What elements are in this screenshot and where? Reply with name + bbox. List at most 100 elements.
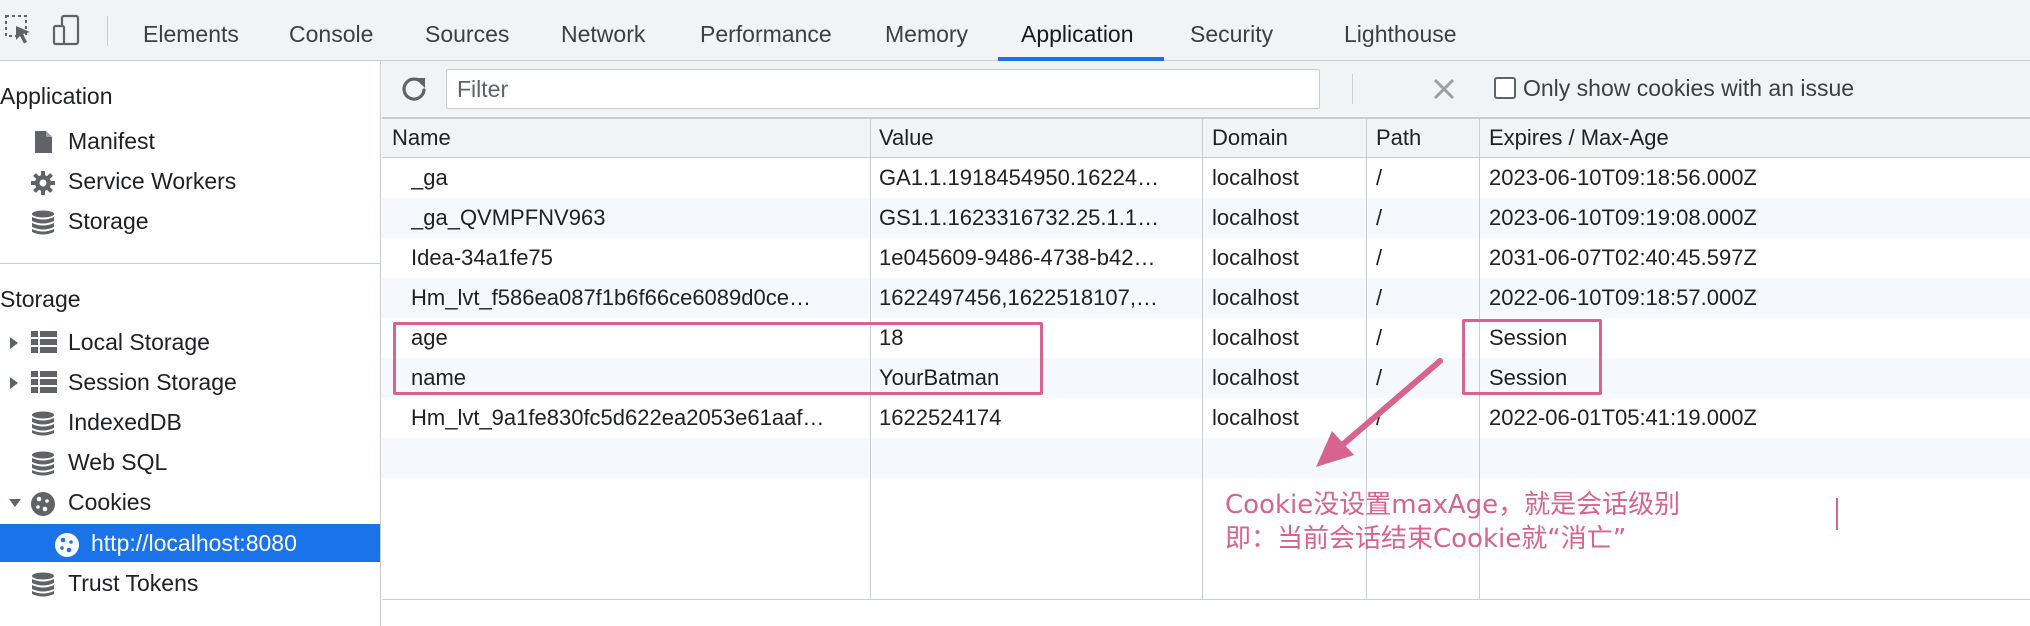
device-toggle-icon[interactable] (52, 14, 84, 51)
only-issues-checkbox[interactable] (1494, 77, 1516, 99)
cookie-value: 18 (879, 325, 904, 350)
sidebar-divider (0, 263, 380, 264)
cookie-icon (54, 532, 80, 563)
column-header-expires[interactable]: Expires / Max-Age (1489, 125, 1669, 150)
table-row[interactable]: Hm_lvt_9a1fe830fc5d622ea2053e61aaf… 1622… (382, 398, 2030, 438)
column-divider[interactable] (1202, 119, 1203, 601)
devtools-toolbar: Elements Console Sources Network Perform… (0, 0, 2030, 61)
cookie-icon (30, 491, 56, 522)
sidebar-item-label: Local Storage (68, 329, 210, 355)
grid-icon (31, 371, 57, 398)
collapse-arrow-icon[interactable] (8, 496, 22, 514)
column-header-name[interactable]: Name (392, 125, 451, 150)
sidebar-item-label: Web SQL (68, 449, 168, 475)
sidebar-item-manifest[interactable]: Manifest (0, 122, 380, 160)
sidebar-header-application: Application (0, 83, 113, 109)
tab-elements[interactable]: Elements (143, 21, 239, 47)
only-issues-label: Only show cookies with an issue (1523, 75, 1855, 101)
sidebar-item-web-sql[interactable]: Web SQL (0, 443, 380, 481)
table-row[interactable]: _ga_QVMPFNV963 GS1.1.1623316732.25.1.1… … (382, 198, 2030, 238)
cookie-value: 1e045609-9486-4738-b42… (879, 245, 1156, 270)
cookie-name: _ga_QVMPFNV963 (411, 205, 606, 230)
sidebar-item-label: Storage (68, 208, 149, 234)
tab-lighthouse[interactable]: Lighthouse (1344, 21, 1457, 47)
application-sidebar: Application Manifest Service Workers (0, 61, 381, 626)
table-row[interactable]: Idea-34a1fe75 1e045609-9486-4738-b42… lo… (382, 238, 2030, 278)
cookie-name: Idea-34a1fe75 (411, 245, 553, 270)
filter-bar-separator (1352, 74, 1353, 104)
cookie-name: age (411, 325, 448, 350)
cookie-domain: localhost (1212, 245, 1299, 270)
column-divider[interactable] (1366, 119, 1367, 601)
database-icon (31, 210, 55, 241)
cookie-domain: localhost (1212, 205, 1299, 230)
tab-sources[interactable]: Sources (425, 21, 510, 47)
cookie-domain: localhost (1212, 325, 1299, 350)
expand-arrow-icon[interactable] (8, 336, 20, 355)
column-header-value[interactable]: Value (879, 125, 934, 150)
annotation-line-1: Cookie没设置maxAge，就是会话级别 (1225, 490, 1681, 520)
cookie-expires: 2023-06-10T09:19:08.000Z (1489, 205, 1757, 230)
database-icon (31, 411, 55, 442)
filter-input[interactable] (446, 69, 1320, 109)
inspect-cursor-icon[interactable] (4, 14, 34, 51)
sidebar-item-local-storage[interactable]: Local Storage (0, 323, 380, 361)
cookie-name: Hm_lvt_f586ea087f1b6f66ce6089d0ce… (411, 285, 811, 310)
tab-application[interactable]: Application (1021, 21, 1134, 47)
active-tab-indicator (998, 57, 1164, 61)
column-divider[interactable] (870, 119, 871, 601)
gear-icon (30, 170, 56, 201)
cookie-name: Hm_lvt_9a1fe830fc5d622ea2053e61aaf… (411, 405, 825, 430)
cookie-value: GS1.1.1623316732.25.1.1… (879, 205, 1160, 230)
sidebar-header-storage: Storage (0, 286, 81, 312)
cookie-expires: 2022-06-01T05:41:19.000Z (1489, 405, 1757, 430)
tab-network[interactable]: Network (561, 21, 646, 47)
sidebar-item-service-workers[interactable]: Service Workers (0, 162, 380, 200)
cookie-expires: 2022-06-10T09:18:57.000Z (1489, 285, 1757, 310)
column-header-domain[interactable]: Domain (1212, 125, 1288, 150)
cookie-path: / (1376, 205, 1383, 230)
refresh-icon[interactable] (400, 75, 428, 108)
cookie-name: _ga (411, 165, 448, 190)
cookie-value: YourBatman (879, 365, 1000, 390)
cookies-table: Name Value Domain Path Expires / Max-Age… (382, 118, 2030, 601)
annotation-text: Cookie没设置maxAge，就是会话级别 即：当前会话结束Cookie就“消… (1225, 488, 1680, 556)
column-divider[interactable] (1479, 119, 1480, 601)
tab-security[interactable]: Security (1190, 21, 1274, 47)
table-row[interactable]: _ga GA1.1.1918454950.16224… localhost / … (382, 158, 2030, 198)
sidebar-item-cookies[interactable]: Cookies (0, 483, 380, 521)
sidebar-item-label: Cookies (68, 489, 152, 515)
sidebar-item-trust-tokens[interactable]: Trust Tokens (0, 564, 380, 602)
annotation-arrow-icon (1316, 358, 1443, 467)
cookies-filter-bar: Only show cookies with an issue (382, 61, 2030, 118)
cookie-domain: localhost (1212, 285, 1299, 310)
sidebar-item-cookie-origin[interactable]: http://localhost:8080 (0, 524, 380, 562)
column-header-path[interactable]: Path (1376, 125, 1422, 150)
clear-all-icon[interactable] (1432, 77, 1456, 106)
cookie-path: / (1376, 245, 1383, 270)
sidebar-item-session-storage[interactable]: Session Storage (0, 363, 380, 401)
cookies-panel: Only show cookies with an issue Name Val… (382, 61, 2030, 626)
sidebar-item-label: http://localhost:8080 (91, 530, 297, 556)
sidebar-item-label: Service Workers (68, 168, 237, 194)
expand-arrow-icon[interactable] (8, 376, 20, 395)
table-row[interactable]: name YourBatman localhost / Session (382, 358, 2030, 398)
document-icon (32, 130, 54, 159)
table-row-empty (382, 438, 2030, 478)
sidebar-item-label: IndexedDB (68, 409, 182, 435)
sidebar-item-storage[interactable]: Storage (0, 202, 380, 240)
cookie-expires: 2023-06-10T09:18:56.000Z (1489, 165, 1757, 190)
sidebar-item-indexeddb[interactable]: IndexedDB (0, 403, 380, 441)
sidebar-item-label: Trust Tokens (68, 570, 199, 596)
sidebar-item-label: Manifest (68, 128, 155, 154)
cookie-name: name (411, 365, 467, 390)
cookie-expires: 2031-06-07T02:40:45.597Z (1489, 245, 1757, 270)
tab-performance[interactable]: Performance (700, 21, 832, 47)
cookie-path: / (1376, 285, 1383, 310)
tab-console[interactable]: Console (289, 21, 374, 47)
database-icon (31, 572, 55, 603)
table-row[interactable]: Hm_lvt_f586ea087f1b6f66ce6089d0ce… 16224… (382, 278, 2030, 318)
tab-memory[interactable]: Memory (885, 21, 969, 47)
table-row[interactable]: age 18 localhost / Session (382, 318, 2030, 358)
table-header-row: Name Value Domain Path Expires / Max-Age (382, 119, 2030, 158)
